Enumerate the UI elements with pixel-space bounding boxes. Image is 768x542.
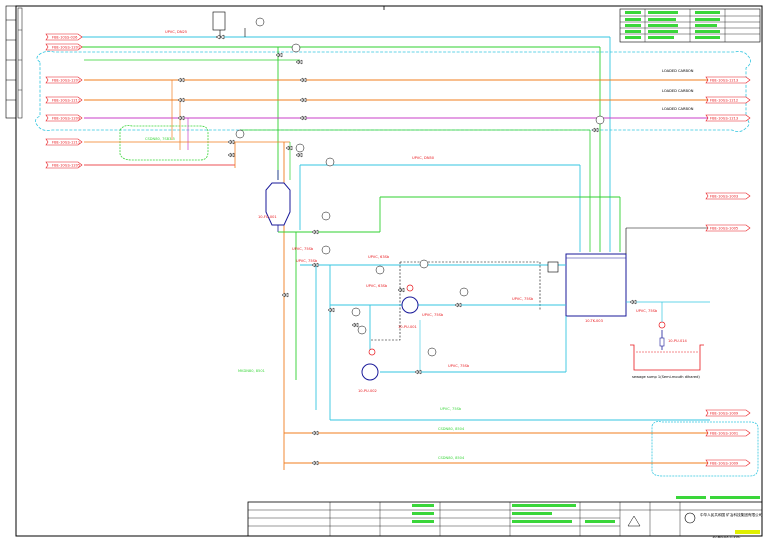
right-tag-7: FBE-10GS-1001 [710, 432, 738, 436]
line-label-orange-2: CSDN80, 8504 [438, 456, 465, 460]
right-tag-6: FBE-10GS-1009 [710, 412, 739, 416]
revision-table [619, 8, 761, 43]
loaded-carbon-1: LOADED CARBON [662, 69, 694, 73]
hopper-10-fu-001[interactable] [265, 170, 291, 232]
left-tag-2: FBE-10GS-1201 [52, 46, 80, 50]
right-tag-2: FBE-10GS-1212 [710, 99, 738, 103]
left-tag-6: FBE-10GS-1211 [52, 141, 80, 145]
control-panel-icon[interactable] [212, 11, 226, 31]
left-tag-1: FBE-10SS-026 [52, 36, 78, 40]
company-name: 中华人民共和国 矿冶科技集团有限公司 [700, 512, 763, 517]
pump-10-pu-002[interactable] [361, 348, 379, 381]
tank-10-tk-003[interactable] [565, 253, 627, 317]
pump-10-pu-001[interactable] [401, 284, 419, 314]
line-label-75-pump: UPVC, 75Sb [422, 313, 444, 317]
loaded-carbon-2: LOADED CARBON [662, 89, 694, 93]
left-tag-5: FBE-10GS-1209 [52, 117, 81, 121]
tank-label: 10-TK-003 [585, 319, 603, 323]
pump1-label: 10-PU-001 [398, 325, 417, 329]
valve-symbols[interactable] [177, 34, 637, 466]
sewage-sump [630, 321, 704, 371]
pump2-label: 10-PU-002 [358, 389, 377, 393]
line-label-63b: UPVC, 63Sb [366, 284, 388, 288]
line-label-orange-1: CSDN80, 8504 [438, 427, 465, 431]
right-tag-8: FBE-10GS-1009 [710, 462, 739, 466]
sump-pump-label: 10-PU-014 [668, 339, 688, 343]
line-label-75-lower: UPVC, 75Sb [448, 364, 470, 368]
sump-note: sewage sump 1(Semi-mouth dihared) [632, 375, 700, 379]
left-tag-7: FBE-10GS-1205 [52, 164, 80, 168]
right-tag-3: FBE-10GS-1213 [710, 117, 738, 121]
line-label-75-right: UPVC, 75Sb [512, 297, 534, 301]
drawing-number: 10-BA-XX-1-20C [712, 535, 741, 539]
hopper-label: 10-FU-001 [258, 215, 277, 219]
right-tag-5: FBE-10GS-1005 [710, 227, 738, 231]
line-label-dn50: UPVC, DN50 [412, 156, 435, 160]
left-strip [5, 5, 17, 119]
drawing-border [15, 5, 763, 537]
line-label-top: UPVC, DN25 [165, 30, 187, 34]
line-label-75-mid: UPVC, 75Sb [296, 259, 318, 263]
line-label-50b: UPVC, 75Sb [292, 247, 314, 251]
title-block [247, 496, 763, 537]
right-tag-1: FBE-10GS-1213 [710, 79, 738, 83]
loaded-carbon-3: LOADED CARBON [662, 107, 694, 111]
instrument-bubbles[interactable] [235, 17, 605, 357]
right-tags[interactable] [705, 76, 751, 467]
line-label-box: CSDN80, 7SB3.5 [145, 137, 175, 141]
left-tag-3: FBE-10GS-1201 [52, 79, 80, 83]
cloud-boundary-upper [35, 50, 751, 132]
cloud-boundary-lower-right [651, 421, 759, 477]
left-tags[interactable] [45, 33, 83, 169]
line-label-63: UPVC, 63Sb [368, 255, 390, 259]
line-label-cyan-bottom: UPVC, 75Sb [440, 407, 462, 411]
line-label-75-sump: UPVC, 75Sb [636, 309, 658, 313]
line-label-vert: MKDN80, 8501 [238, 369, 265, 373]
right-tag-4: FBE-10GS-1003 [710, 195, 738, 199]
left-tag-4: FBE-10GS-1211 [52, 99, 80, 103]
cloud-boundary-left [119, 125, 209, 161]
